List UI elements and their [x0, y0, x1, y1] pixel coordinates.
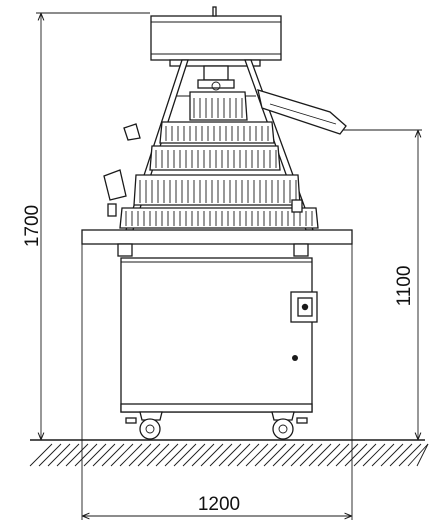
hatch-stroke — [200, 443, 224, 467]
hatch-stroke — [227, 443, 251, 467]
hatch-stroke — [335, 443, 359, 467]
hatch-stroke — [407, 443, 429, 467]
hatch-stroke — [173, 443, 197, 467]
dimension-label-width: 1200 — [198, 494, 240, 515]
dimension-counter-height: 1100 — [340, 129, 422, 439]
hatch-stroke — [398, 443, 422, 467]
hatch-stroke — [209, 443, 233, 467]
counter-top — [81, 229, 353, 257]
hatch-stroke — [371, 443, 395, 467]
machine — [81, 6, 353, 440]
hatch-stroke — [191, 443, 215, 467]
hatch-stroke — [182, 443, 206, 467]
dimension-width: 1200 — [81, 236, 353, 520]
hatch-stroke — [380, 443, 404, 467]
hatch-stroke — [128, 443, 152, 467]
hatch-stroke — [317, 443, 341, 467]
hatch-stroke — [83, 443, 107, 467]
hatch-stroke — [29, 443, 53, 467]
hatch-stroke — [263, 443, 287, 467]
hatch-stroke — [290, 443, 314, 467]
ground-hatching — [29, 439, 429, 467]
hatch-stroke — [245, 443, 269, 467]
hatch-stroke — [38, 443, 62, 467]
hatch-stroke — [65, 443, 89, 467]
central-hub — [197, 65, 235, 91]
base-cabinet — [120, 257, 318, 413]
hatch-stroke — [326, 443, 350, 467]
hatch-stroke — [353, 443, 377, 467]
hatch-stroke — [119, 443, 143, 467]
hatch-stroke — [236, 443, 260, 467]
hatch-stroke — [308, 443, 332, 467]
dimension-total-height: 1700 — [22, 12, 150, 441]
hatch-stroke — [272, 443, 296, 467]
hatch-stroke — [155, 443, 179, 467]
hatch-stroke — [254, 443, 278, 467]
hatch-stroke — [218, 443, 242, 467]
hatch-stroke — [74, 443, 98, 467]
hatch-stroke — [164, 443, 188, 467]
hatch-stroke — [416, 443, 429, 467]
hatch-stroke — [344, 443, 368, 467]
conveyor-trays — [103, 89, 347, 229]
hatch-stroke — [299, 443, 323, 467]
castor-wheels — [125, 411, 308, 440]
hatch-stroke — [281, 443, 305, 467]
hatch-stroke — [101, 443, 125, 467]
hatch-stroke — [146, 443, 170, 467]
hatch-stroke — [362, 443, 386, 467]
hatch-stroke — [92, 443, 116, 467]
top-cabinet — [150, 6, 282, 67]
hatch-stroke — [47, 443, 71, 467]
dimension-label-counter-height: 1100 — [394, 266, 415, 307]
hatch-stroke — [56, 443, 80, 467]
dimension-label-total-height: 1700 — [22, 205, 43, 247]
hatch-stroke — [137, 443, 161, 467]
hatch-stroke — [389, 443, 413, 467]
hatch-stroke — [110, 443, 134, 467]
